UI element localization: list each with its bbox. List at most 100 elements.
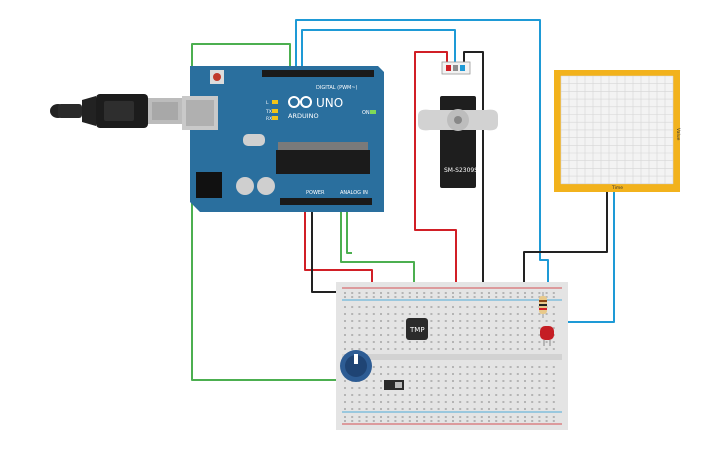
wire-green-pot[interactable] bbox=[191, 43, 356, 381]
breadboard-hole bbox=[423, 380, 426, 382]
wire-black-plotter[interactable] bbox=[523, 192, 608, 296]
wire-blue-plotter-2[interactable] bbox=[553, 192, 615, 323]
breadboard-hole bbox=[365, 348, 368, 350]
breadboard-hole bbox=[502, 373, 505, 375]
breadboard-hole bbox=[545, 348, 548, 350]
breadboard-hole bbox=[444, 348, 447, 350]
breadboard-hole bbox=[466, 366, 469, 368]
breadboard-hole bbox=[488, 416, 490, 418]
breadboard-hole bbox=[408, 408, 411, 410]
breadboard-hole bbox=[423, 408, 426, 410]
wire-red-5v[interactable] bbox=[304, 200, 373, 296]
wire-black-gnd[interactable] bbox=[311, 200, 349, 296]
breadboard-hole bbox=[444, 401, 447, 403]
breadboard-hole bbox=[502, 420, 505, 422]
serial-plotter[interactable]: Time Value bbox=[554, 70, 681, 192]
breadboard[interactable] bbox=[336, 282, 568, 430]
breadboard-hole bbox=[387, 401, 390, 403]
breadboard-hole bbox=[545, 341, 548, 343]
breadboard-hole bbox=[473, 420, 476, 422]
breadboard-hole bbox=[344, 394, 346, 396]
breadboard-hole bbox=[538, 348, 541, 350]
temperature-sensor[interactable]: TMP bbox=[406, 318, 428, 340]
breadboard-hole bbox=[394, 416, 397, 418]
breadboard-hole bbox=[437, 327, 440, 329]
breadboard-hole bbox=[387, 348, 390, 350]
breadboard-hole bbox=[552, 306, 555, 308]
breadboard-hole bbox=[444, 380, 447, 382]
breadboard-hole bbox=[423, 401, 426, 403]
breadboard-hole bbox=[351, 296, 354, 298]
breadboard-hole bbox=[394, 306, 397, 308]
breadboard-hole bbox=[459, 408, 462, 410]
breadboard-hole bbox=[344, 292, 346, 294]
breadboard-hole bbox=[387, 334, 390, 336]
breadboard-hole bbox=[545, 366, 548, 368]
breadboard-hole bbox=[430, 348, 433, 350]
slide-switch[interactable] bbox=[384, 380, 404, 390]
breadboard-hole bbox=[495, 394, 498, 396]
breadboard-hole bbox=[423, 373, 426, 375]
servo-motor[interactable]: SM-S2309S bbox=[418, 61, 498, 188]
arduino-model: UNO bbox=[316, 96, 343, 110]
breadboard-hole bbox=[423, 348, 426, 350]
breadboard-hole bbox=[502, 348, 505, 350]
breadboard-hole bbox=[480, 387, 483, 389]
breadboard-hole bbox=[358, 416, 361, 418]
breadboard-hole bbox=[452, 401, 454, 403]
breadboard-hole bbox=[351, 341, 354, 343]
breadboard-hole bbox=[459, 416, 462, 418]
breadboard-hole bbox=[351, 327, 354, 329]
breadboard-hole bbox=[495, 292, 498, 294]
wire-red-servo[interactable] bbox=[414, 51, 457, 296]
arduino-brand: ARDUINO bbox=[288, 112, 319, 120]
breadboard-hole bbox=[430, 334, 433, 336]
breadboard-hole bbox=[344, 320, 346, 322]
breadboard-hole bbox=[394, 296, 397, 298]
breadboard-hole bbox=[524, 341, 526, 343]
breadboard-hole bbox=[372, 292, 375, 294]
breadboard-hole bbox=[351, 416, 354, 418]
plotter-grid bbox=[560, 75, 674, 185]
reset-button-icon[interactable] bbox=[210, 70, 224, 84]
breadboard-hole bbox=[452, 320, 454, 322]
breadboard-hole bbox=[416, 394, 418, 396]
breadboard-hole bbox=[437, 313, 440, 315]
breadboard-hole bbox=[452, 306, 454, 308]
breadboard-hole bbox=[459, 348, 462, 350]
breadboard-hole bbox=[344, 408, 346, 410]
breadboard-hole bbox=[502, 320, 505, 322]
breadboard-hole bbox=[473, 416, 476, 418]
led[interactable] bbox=[540, 326, 554, 346]
breadboard-hole bbox=[516, 366, 519, 368]
breadboard-hole bbox=[552, 416, 555, 418]
breadboard-hole bbox=[552, 408, 555, 410]
breadboard-hole bbox=[394, 394, 397, 396]
breadboard-hole bbox=[444, 341, 447, 343]
breadboard-hole bbox=[358, 408, 361, 410]
arduino-uno-board[interactable]: ARDUINO UNO DIGITAL (PWM~) POWER ANALOG … bbox=[182, 66, 384, 212]
breadboard-hole bbox=[452, 348, 454, 350]
breadboard-hole bbox=[545, 380, 548, 382]
breadboard-hole bbox=[473, 348, 476, 350]
breadboard-hole bbox=[495, 408, 498, 410]
breadboard-hole bbox=[401, 306, 404, 308]
breadboard-hole bbox=[365, 341, 368, 343]
breadboard-hole bbox=[358, 387, 361, 389]
wire-green-a0[interactable] bbox=[340, 200, 415, 296]
breadboard-hole bbox=[372, 313, 375, 315]
breadboard-hole bbox=[538, 408, 541, 410]
breadboard-hole bbox=[538, 380, 541, 382]
wire-green-a1[interactable] bbox=[346, 200, 352, 254]
breadboard-hole bbox=[531, 334, 534, 336]
breadboard-hole bbox=[516, 408, 519, 410]
wire-blue-servo[interactable] bbox=[301, 29, 456, 72]
breadboard-hole bbox=[387, 416, 390, 418]
breadboard-hole bbox=[466, 373, 469, 375]
wire-black-servo[interactable] bbox=[463, 51, 484, 296]
potentiometer[interactable] bbox=[340, 350, 372, 382]
breadboard-hole bbox=[480, 420, 483, 422]
breadboard-hole bbox=[509, 366, 512, 368]
breadboard-hole bbox=[480, 416, 483, 418]
resistor[interactable] bbox=[539, 292, 547, 318]
